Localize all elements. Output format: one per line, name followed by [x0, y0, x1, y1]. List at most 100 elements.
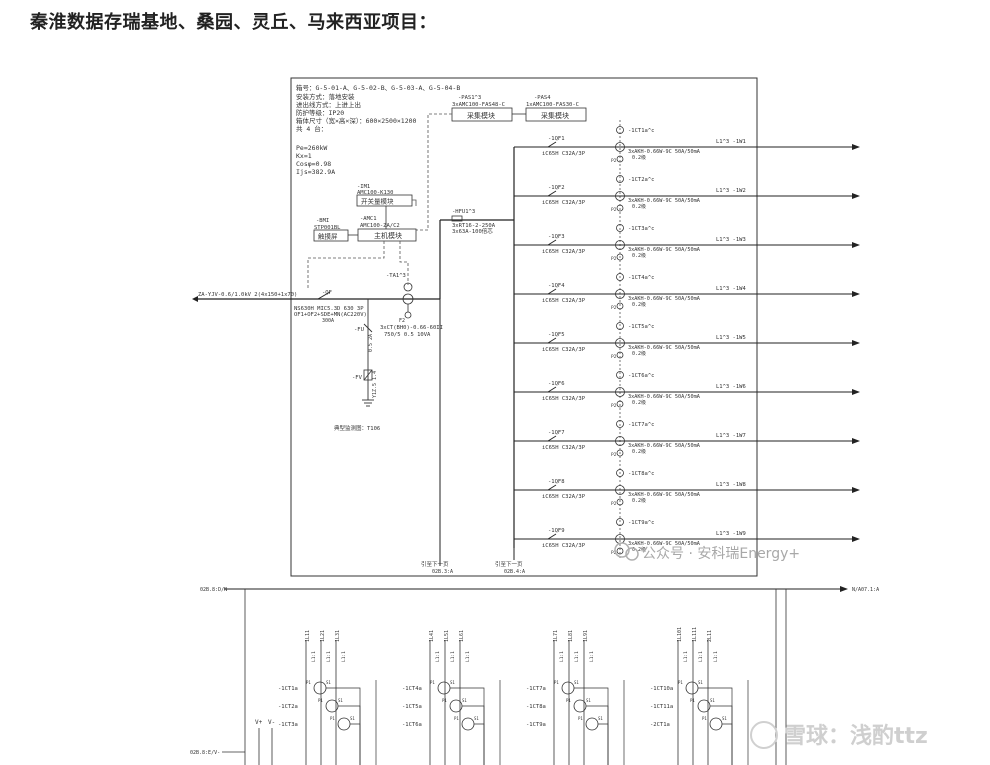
line-tag: 1L21: [320, 630, 326, 642]
rcd-model: 3xAKH-0.66W-9C 50A/50mA: [628, 541, 701, 547]
svg-text:L1:1: L1:1: [559, 651, 565, 662]
svg-text:P2: P2: [611, 550, 617, 556]
svg-text:P2: P2: [611, 305, 617, 311]
ct-symbol: [616, 126, 624, 134]
svg-text:雪球：浅酌ttz: 雪球：浅酌ttz: [784, 723, 928, 749]
svg-text:主机模块: 主机模块: [374, 231, 402, 240]
ct-symbol: [616, 322, 624, 330]
svg-text:L1:1: L1:1: [311, 651, 317, 662]
svg-text:P1: P1: [678, 680, 683, 685]
rcd-class: 0.2级: [632, 546, 646, 553]
line-tag: 1L41: [429, 630, 435, 642]
svg-text:S1: S1: [574, 680, 579, 685]
outgoing-tag: L1^3 -1W9: [716, 531, 746, 537]
svg-text:P2: P2: [611, 452, 617, 458]
svg-text:触摸屏: 触摸屏: [318, 232, 338, 241]
svg-text:P1: P1: [318, 698, 323, 703]
breaker-model: iC65H C32A/3P: [542, 396, 586, 402]
ct-coil: [461, 717, 475, 731]
ct-coil: [685, 681, 699, 695]
ct-label: -1CT2a: [278, 704, 298, 710]
busbar-fuse: -HFU1^3 3xRT16-2-250A 3x63A-100倍芯: [439, 209, 514, 560]
svg-text:-FU: -FU: [354, 327, 364, 333]
rcd-class: 0.2级: [632, 497, 646, 504]
breaker-model: iC65H C32A/3P: [542, 494, 586, 500]
rcd-symbol: [615, 289, 625, 299]
outgoing-tag: L1^3 -1W2: [716, 188, 746, 194]
ct-symbol: [616, 420, 624, 428]
rcd-class: 0.2级: [632, 448, 646, 455]
ct-label: -1CT1a: [278, 686, 298, 692]
ct-tag: -1CT9a^c: [628, 520, 655, 526]
ct-coil: [585, 717, 599, 731]
svg-text:P1: P1: [702, 716, 707, 721]
rcd-class: 0.2级: [632, 252, 646, 259]
ct-symbol: [616, 175, 624, 183]
ct-label: -1CT5a: [402, 704, 422, 710]
ct-coil: [313, 681, 327, 695]
svg-text:F2: F2: [399, 318, 405, 324]
module-io: -IM1 AMC100-K130 开关量模块: [356, 184, 413, 207]
svg-text:N/A07.1:A: N/A07.1:A: [852, 587, 879, 593]
breaker-tag: -1QF1: [548, 136, 565, 142]
ct-tag: -1CT6a^c: [628, 373, 655, 379]
line-tag: 1L51: [444, 630, 450, 642]
svg-text:S1: S1: [326, 680, 331, 685]
line-tag: 1L61: [459, 630, 465, 642]
line-tag: 1L71: [553, 630, 559, 642]
svg-text:L1:1: L1:1: [713, 651, 719, 662]
ct-coil: [337, 717, 351, 731]
rcd-class: 0.2级: [632, 301, 646, 308]
svg-text:P2: P2: [611, 256, 617, 262]
breaker-symbol: [547, 533, 557, 540]
svg-text:L1:1: L1:1: [574, 651, 580, 662]
rcd-class: 0.2级: [632, 203, 646, 210]
rcd-symbol: [615, 142, 625, 152]
svg-text:采集模块: 采集模块: [467, 111, 495, 120]
svg-text:P1: P1: [442, 698, 447, 703]
svg-text:AMC100-ZA/C2: AMC100-ZA/C2: [360, 223, 400, 229]
svg-text:-PAS1^3: -PAS1^3: [458, 95, 481, 101]
wechat-watermark: 公众号 · 安科瑞Energy+: [614, 542, 800, 562]
svg-text:L1:1: L1:1: [450, 651, 456, 662]
outgoing-tag: L1^3 -1W3: [716, 237, 746, 243]
svg-text:引至下一页: 引至下一页: [495, 560, 523, 568]
param-line: Ijs=382.9A: [296, 168, 335, 176]
incoming-feeder: ZA-YJV-0.6/1.0kV 2(4x150+1x70) -QF NS630…: [192, 273, 443, 432]
breaker-model: iC65H C32A/3P: [542, 445, 586, 451]
ct-label: -1CT9a: [526, 722, 546, 728]
svg-text:P2: P2: [611, 158, 617, 164]
svg-text:-QF: -QF: [322, 290, 332, 296]
ct-label: -1CT10a: [650, 686, 673, 692]
svg-text:02B.4:A: 02B.4:A: [504, 569, 525, 575]
svg-text:L1:1: L1:1: [326, 651, 332, 662]
rcd-symbol: [615, 240, 625, 250]
svg-text:引至下一页: 引至下一页: [421, 560, 449, 568]
module-touchscreen: -BMI STP001BL 触摸屏: [313, 218, 349, 242]
svg-text:S1: S1: [350, 716, 355, 721]
svg-text:P1: P1: [306, 680, 311, 685]
svg-text:3xAMC100-FAS48-C: 3xAMC100-FAS48-C: [452, 102, 505, 108]
breaker-symbol: [547, 141, 557, 148]
breaker-symbol: [547, 386, 557, 393]
svg-text:300A: 300A: [322, 318, 334, 324]
svg-text:STP001BL: STP001BL: [314, 225, 341, 231]
outgoing-tag: L1^3 -1W7: [716, 433, 746, 439]
param-line: Pe=260kW: [296, 144, 327, 152]
svg-text:典型监测图：T106: 典型监测图：T106: [334, 424, 380, 432]
svg-text:S1: S1: [698, 680, 703, 685]
svg-text:0.5 2A: 0.5 2A: [368, 334, 374, 352]
svg-text:P2: P2: [611, 207, 617, 213]
rcd-model: 3xAKH-0.66W-9C 50A/50mA: [628, 198, 701, 204]
svg-text:公众号 · 安科瑞Energy+: 公众号 · 安科瑞Energy+: [642, 546, 800, 562]
svg-text:S1: S1: [722, 716, 727, 721]
ct-tag: -1CT3a^c: [628, 226, 655, 232]
ct-symbol: [616, 518, 624, 526]
